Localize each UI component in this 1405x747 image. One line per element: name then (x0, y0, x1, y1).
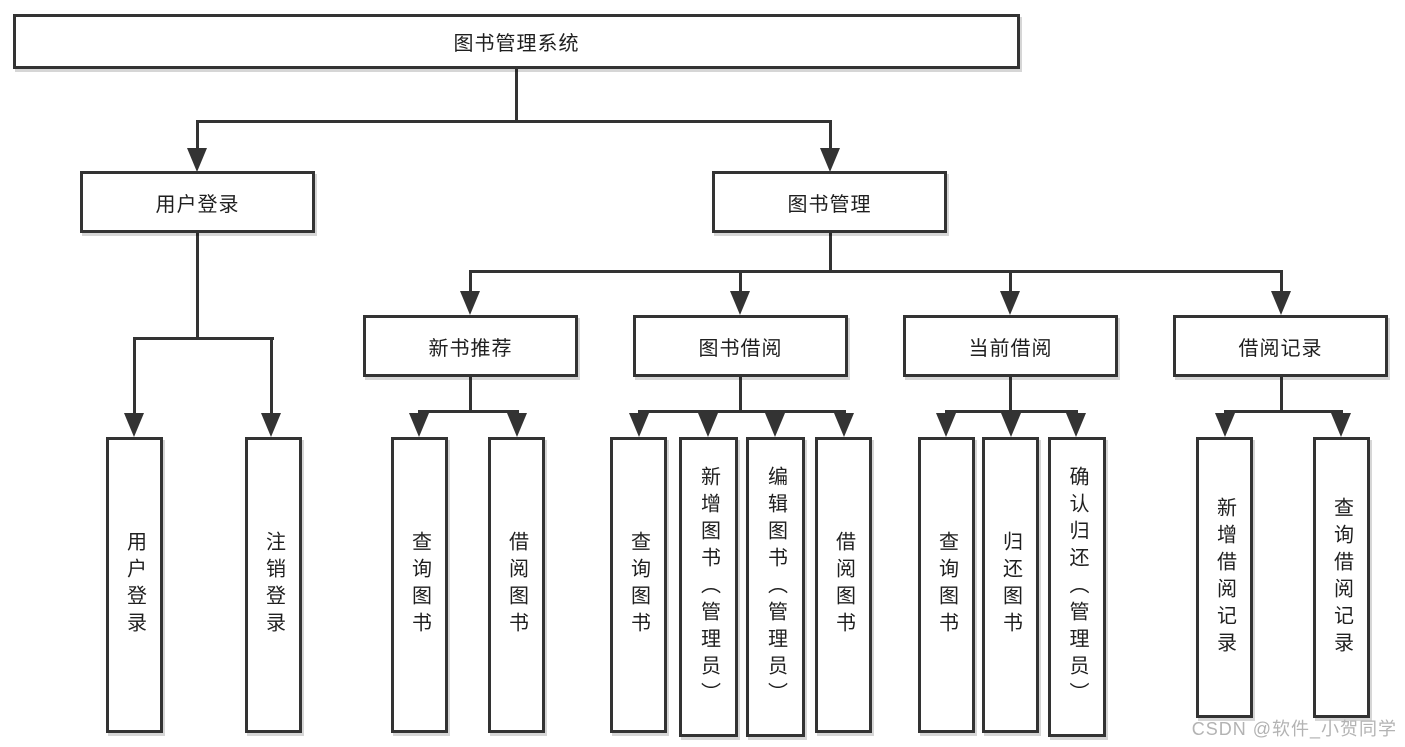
arrow-down-icon (820, 148, 840, 172)
node-book-management-label: 图书管理 (787, 193, 872, 216)
node-root: 图书管理系统 (13, 14, 1020, 69)
connector-line (1009, 377, 1012, 413)
connector-line (739, 270, 742, 295)
arrow-down-icon (507, 413, 527, 437)
arrow-down-icon (1215, 413, 1235, 437)
arrow-down-icon (765, 413, 785, 437)
leaf-borrow-books-1: 借阅图书 (488, 437, 545, 733)
connector-line (196, 233, 199, 340)
leaf-add-books-admin-label: 新增图书（管理员） (697, 465, 720, 709)
leaf-logout: 注销登录 (245, 437, 302, 733)
leaf-query-books-2-label: 查询图书 (627, 531, 650, 639)
leaf-user-login-label: 用户登录 (123, 531, 146, 639)
node-current-borrow: 当前借阅 (903, 315, 1118, 377)
leaf-borrow-books-1-label: 借阅图书 (505, 531, 528, 639)
connector-line (1224, 410, 1343, 413)
csdn-watermark: CSDN @软件_小贺同学 (1191, 719, 1397, 739)
node-borrow-records-label: 借阅记录 (1238, 337, 1323, 360)
connector-line (829, 120, 832, 153)
node-user-login: 用户登录 (80, 171, 315, 233)
node-root-label: 图书管理系统 (453, 33, 580, 55)
arrow-down-icon (261, 413, 281, 437)
node-current-borrow-label: 当前借阅 (968, 337, 1053, 360)
arrow-down-icon (460, 291, 480, 315)
leaf-borrow-books-2-label: 借阅图书 (832, 531, 855, 639)
leaf-add-borrow-record: 新增借阅记录 (1196, 437, 1253, 718)
arrow-down-icon (124, 413, 144, 437)
leaf-return-books: 归还图书 (982, 437, 1039, 733)
leaf-add-borrow-record-label: 新增借阅记录 (1213, 496, 1236, 659)
arrow-down-icon (409, 413, 429, 437)
arrow-down-icon (1066, 413, 1086, 437)
node-new-book-recommend-label: 新书推荐 (428, 337, 513, 360)
node-book-borrow-label: 图书借阅 (698, 337, 783, 360)
arrow-down-icon (1271, 291, 1291, 315)
connector-line (945, 410, 1078, 413)
connector-line (1280, 377, 1283, 413)
node-book-borrow: 图书借阅 (633, 315, 848, 377)
node-book-management: 图书管理 (712, 171, 947, 233)
arrow-down-icon (936, 413, 956, 437)
arrow-down-icon (1331, 413, 1351, 437)
connector-line (418, 410, 519, 413)
connector-line (829, 233, 832, 273)
arrow-down-icon (187, 148, 207, 172)
connector-line (1280, 270, 1283, 295)
leaf-query-books-2: 查询图书 (610, 437, 667, 733)
connector-line (196, 120, 832, 123)
node-borrow-records: 借阅记录 (1173, 315, 1388, 377)
arrow-down-icon (834, 413, 854, 437)
connector-line (469, 270, 1283, 273)
leaf-query-books-1: 查询图书 (391, 437, 448, 733)
arrow-down-icon (730, 291, 750, 315)
leaf-return-books-label: 归还图书 (999, 531, 1022, 639)
leaf-add-books-admin: 新增图书（管理员） (679, 437, 738, 737)
connector-line (133, 337, 136, 415)
arrow-down-icon (1000, 291, 1020, 315)
connector-line (739, 377, 742, 413)
leaf-query-books-3-label: 查询图书 (935, 531, 958, 639)
connector-line (469, 377, 472, 413)
connector-line (638, 410, 846, 413)
arrow-down-icon (1001, 413, 1021, 437)
node-new-book-recommend: 新书推荐 (363, 315, 578, 377)
leaf-edit-books-admin: 编辑图书（管理员） (746, 437, 805, 737)
connector-line (1009, 270, 1012, 295)
node-user-login-label: 用户登录 (155, 193, 240, 216)
connector-line (133, 337, 274, 340)
arrow-down-icon (629, 413, 649, 437)
leaf-logout-label: 注销登录 (262, 531, 285, 639)
leaf-edit-books-admin-label: 编辑图书（管理员） (764, 465, 787, 709)
leaf-user-login: 用户登录 (106, 437, 163, 733)
connector-line (270, 337, 273, 415)
leaf-query-borrow-record-label: 查询借阅记录 (1330, 496, 1353, 659)
arrow-down-icon (698, 413, 718, 437)
leaf-query-borrow-record: 查询借阅记录 (1313, 437, 1370, 718)
leaf-confirm-return-admin-label: 确认归还（管理员） (1066, 465, 1088, 709)
leaf-confirm-return-admin: 确认归还（管理员） (1048, 437, 1106, 737)
leaf-query-books-3: 查询图书 (918, 437, 975, 733)
connector-line (515, 69, 518, 123)
leaf-query-books-1-label: 查询图书 (408, 531, 431, 639)
connector-line (469, 270, 472, 295)
connector-line (196, 120, 199, 153)
leaf-borrow-books-2: 借阅图书 (815, 437, 872, 733)
